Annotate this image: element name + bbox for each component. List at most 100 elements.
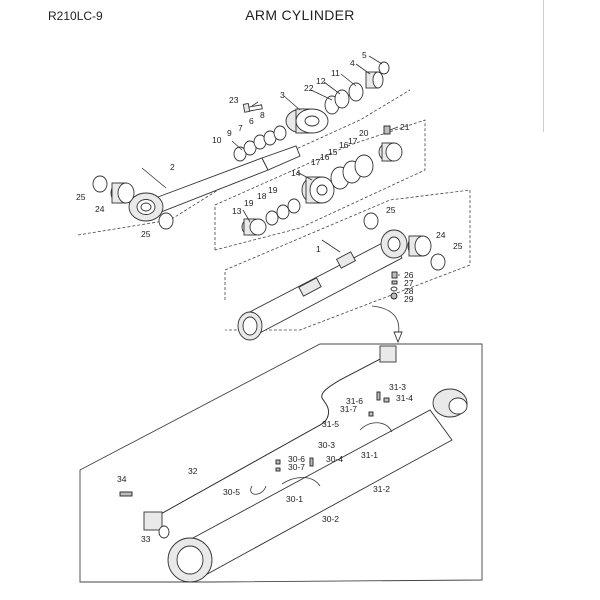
fitting-26 xyxy=(391,271,398,279)
nut-30-6 xyxy=(275,459,281,465)
callout-20: 20 xyxy=(359,128,369,138)
model-code: R210LC-9 xyxy=(48,9,103,23)
rod-end-bushing-part xyxy=(110,182,135,204)
callout-29: 29 xyxy=(404,294,414,304)
callout-30-3: 30-3 xyxy=(318,440,335,450)
ring-12 xyxy=(334,89,350,109)
fitting-27 xyxy=(391,280,398,285)
callout-18: 18 xyxy=(257,191,267,201)
callout-13: 13 xyxy=(232,206,242,216)
callout-25b: 25 xyxy=(141,229,151,239)
callout-3: 3 xyxy=(280,90,285,100)
callout-28: 28 xyxy=(404,286,414,296)
dust-seal-rod-part xyxy=(158,212,174,230)
callout-31-1: 31-1 xyxy=(361,450,378,460)
callout-5: 5 xyxy=(362,50,367,60)
callout-22: 22 xyxy=(304,83,314,93)
callout-2: 2 xyxy=(170,162,175,172)
callout-25a: 25 xyxy=(76,192,86,202)
seal-ring-9 xyxy=(243,140,257,156)
callout-34: 34 xyxy=(117,474,127,484)
piston-nut-part xyxy=(378,142,403,162)
cylinder-tube-part xyxy=(237,229,408,341)
callout-24b: 24 xyxy=(436,230,446,240)
callout-30-6: 30-6 xyxy=(288,454,305,464)
callout-31-4: 31-4 xyxy=(396,393,413,403)
dust-seal-left-part xyxy=(92,175,108,193)
callout-27: 27 xyxy=(404,278,414,288)
tube-seal-right xyxy=(430,253,446,271)
callout-32: 32 xyxy=(188,466,198,476)
callout-24a: 24 xyxy=(95,204,105,214)
wiper-5 xyxy=(378,61,390,75)
assembly-frame xyxy=(79,343,483,583)
set-screw-part xyxy=(383,125,391,135)
rod-cover-part xyxy=(285,108,329,134)
callout-31-3: 31-3 xyxy=(389,382,406,392)
ring-19a xyxy=(265,210,279,226)
flange-block-bottom xyxy=(143,511,163,531)
callout-30-4: 30-4 xyxy=(326,454,343,464)
ring-17 xyxy=(354,154,374,178)
callout-31-2: 31-2 xyxy=(373,484,390,494)
fitting-29 xyxy=(390,292,398,300)
seal-ring-10 xyxy=(233,146,247,162)
callout-31-5: 31-5 xyxy=(322,419,339,429)
callout-30-2: 30-2 xyxy=(322,514,339,524)
flange-block-top xyxy=(379,345,397,363)
tube-bushing-part xyxy=(407,235,432,257)
bolt-34 xyxy=(119,491,133,497)
callout-19a: 19 xyxy=(244,198,254,208)
o-ring-33 xyxy=(158,525,170,539)
ring-11 xyxy=(348,82,364,102)
bolt-31-3 xyxy=(376,391,381,401)
callout-21: 21 xyxy=(400,122,410,132)
assembly-arrow xyxy=(371,305,400,337)
callout-12: 12 xyxy=(316,76,326,86)
callout-16b: 16 xyxy=(320,152,330,162)
callout-15: 15 xyxy=(328,147,338,157)
callout-11: 11 xyxy=(331,68,340,78)
nut-31-7 xyxy=(368,411,374,417)
bolt-23-part xyxy=(242,103,263,113)
ring-19b xyxy=(287,198,301,214)
callout-9: 9 xyxy=(227,128,232,138)
callout-25c: 25 xyxy=(386,205,396,215)
callout-1: 1 xyxy=(316,244,321,254)
group-outline-piston xyxy=(214,119,426,251)
ring-18 xyxy=(276,204,290,220)
band-clamp-30 xyxy=(281,477,321,487)
bushing-4-part xyxy=(365,71,384,89)
u-bolt-30-5 xyxy=(250,485,267,495)
band-clamp-31 xyxy=(359,422,393,433)
fitting-28 xyxy=(390,286,398,292)
callout-33: 33 xyxy=(141,534,151,544)
scrollbar-track[interactable] xyxy=(543,0,544,132)
callout-14: 14 xyxy=(291,168,301,178)
page-title: ARM CYLINDER xyxy=(245,7,355,23)
callout-7: 7 xyxy=(238,123,243,133)
callout-30-7: 30-7 xyxy=(288,462,305,472)
callout-10: 10 xyxy=(212,135,222,145)
callout-31-6: 31-6 xyxy=(346,396,363,406)
callout-30-1: 30-1 xyxy=(286,494,303,504)
callout-31-7: 31-7 xyxy=(340,404,357,414)
callout-8: 8 xyxy=(260,110,265,120)
callout-17b: 17 xyxy=(348,136,358,146)
callout-4: 4 xyxy=(350,58,355,68)
group-outline-tube xyxy=(224,189,471,331)
bolt-30-4 xyxy=(309,457,314,467)
callout-17a: 17 xyxy=(311,157,321,167)
callout-23: 23 xyxy=(229,95,239,105)
cushion-ring-part xyxy=(241,218,267,236)
callout-30-5: 30-5 xyxy=(223,487,240,497)
callout-16: 16 xyxy=(339,140,349,150)
callout-6: 6 xyxy=(249,116,254,126)
washer-30-7 xyxy=(275,467,281,472)
piston-rod-part xyxy=(128,145,301,222)
callout-25d: 25 xyxy=(453,241,463,251)
assembled-cylinder-part xyxy=(167,388,468,583)
callout-19b: 19 xyxy=(268,185,278,195)
piston-part xyxy=(301,176,335,204)
